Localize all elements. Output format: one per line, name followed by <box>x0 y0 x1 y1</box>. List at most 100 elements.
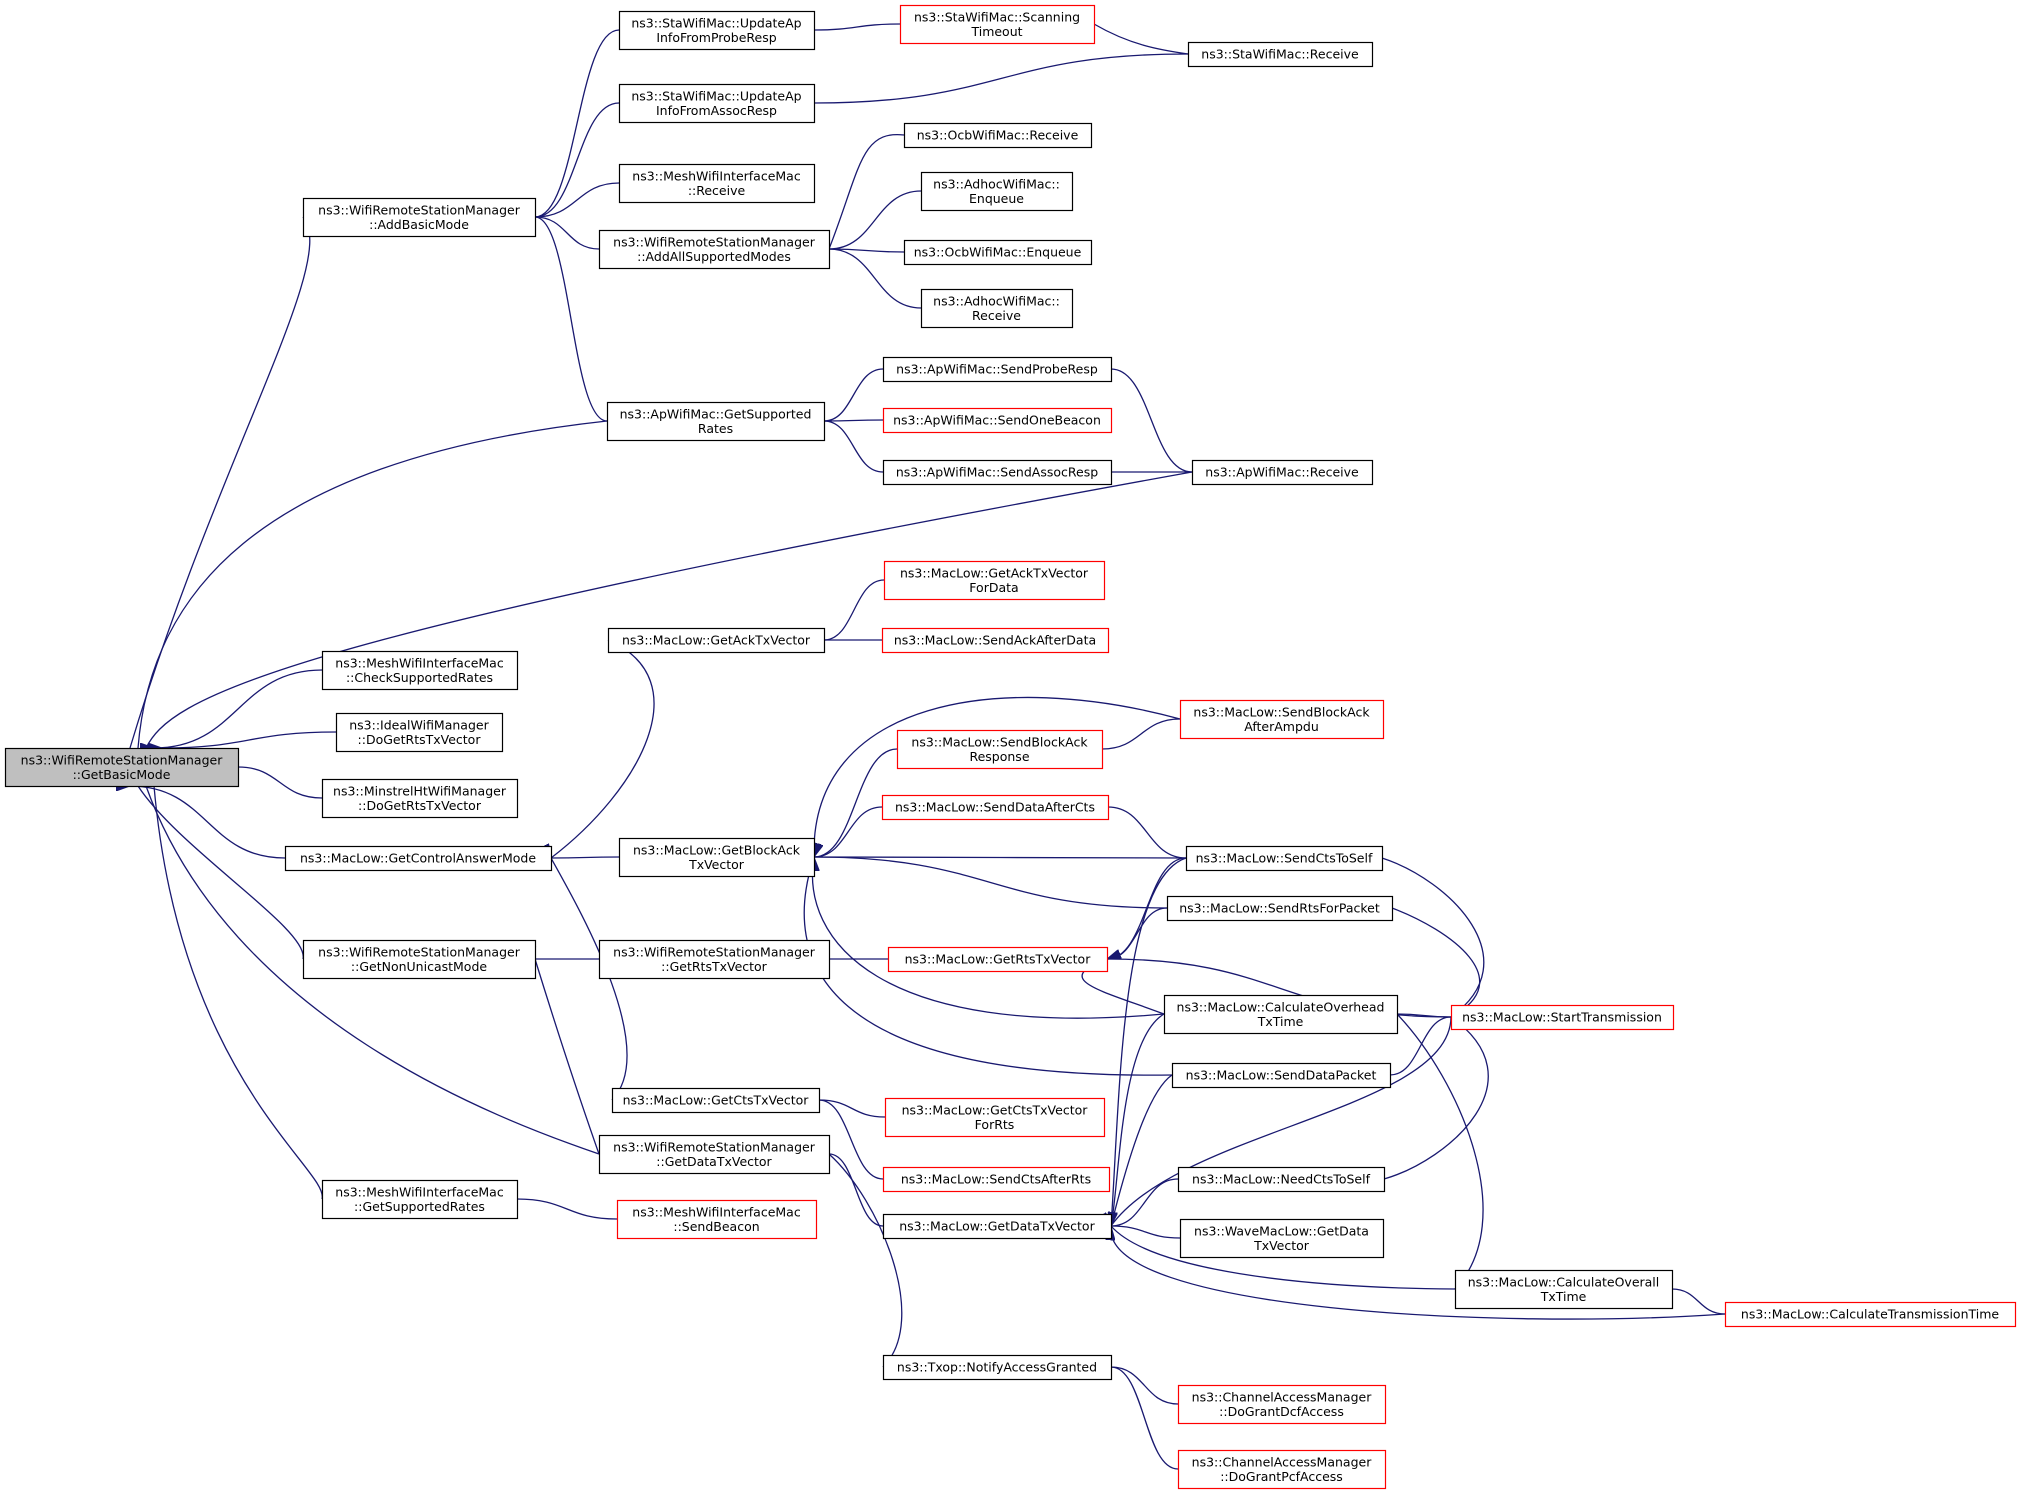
node-ns3-adhocwifimac-receive[interactable]: ns3::AdhocWifiMac::Receive <box>920 288 1074 329</box>
node-ns3-stawifimac-updateapinfofromproberesp[interactable]: ns3::StaWifiMac::UpdateApInfoFromProbeRe… <box>618 10 816 51</box>
edge-n0-n18 <box>162 731 337 748</box>
node-ns3-wifiremotestationmanager-getbasicmode[interactable]: ns3::WifiRemoteStationManager::GetBasicM… <box>4 747 240 788</box>
node-label: ns3::StaWifiMac::UpdateAp <box>631 15 801 30</box>
node-label: ns3::MacLow::CalculateOverall <box>1468 1274 1660 1289</box>
node-ns3-maclow-needctstoself[interactable]: ns3::MacLow::NeedCtsToSelf <box>1177 1166 1386 1193</box>
node-label: ns3::WaveMacLow::GetData <box>1194 1223 1369 1238</box>
node-ns3-ocbwifimac-receive[interactable]: ns3::OcbWifiMac::Receive <box>903 122 1093 149</box>
node-ns3-wifiremotestationmanager-addallsupportedmodes[interactable]: ns3::WifiRemoteStationManager::AddAllSup… <box>598 229 831 270</box>
edge-n0-n17 <box>154 669 323 748</box>
node-box <box>618 10 816 51</box>
node-ns3-maclow-getcontrolanswermode[interactable]: ns3::MacLow::GetControlAnswerMode <box>284 845 553 872</box>
node-ns3-apwifimac-sendassocresp[interactable]: ns3::ApWifiMac::SendAssocResp <box>882 459 1113 486</box>
node-ns3-maclow-calculatetransmissiontime[interactable]: ns3::MacLow::CalculateTransmissionTime <box>1724 1301 2017 1328</box>
node-label: TxVector <box>1253 1238 1310 1253</box>
node-ns3-maclow-getacktxvector[interactable]: ns3::MacLow::GetAckTxVector <box>607 627 826 654</box>
node-ns3-minstrelhtwifimanager-dogetrtstxvector[interactable]: ns3::MinstrelHtWifiManager::DoGetRtsTxVe… <box>321 778 519 819</box>
node-label: Receive <box>972 308 1021 323</box>
node-label: ns3::MacLow::GetRtsTxVector <box>905 952 1092 967</box>
node-box <box>920 288 1074 329</box>
node-ns3-meshwifiinterfacemac-checksupportedrates[interactable]: ns3::MeshWifiInterfaceMac::CheckSupporte… <box>321 650 519 691</box>
node-label: TxVector <box>688 857 745 872</box>
edge-n40-n32 <box>1384 1016 1489 1179</box>
node-ns3-ocbwifimac-enqueue[interactable]: ns3::OcbWifiMac::Enqueue <box>903 239 1093 266</box>
node-ns3-stawifimac-receive[interactable]: ns3::StaWifiMac::Receive <box>1187 41 1374 68</box>
node-label: ns3::MacLow::SendAckAfterData <box>894 633 1096 648</box>
node-ns3-wifiremotestationmanager-addbasicmode[interactable]: ns3::WifiRemoteStationManager::AddBasicM… <box>302 197 537 238</box>
node-label: InfoFromProbeResp <box>656 30 776 45</box>
node-label: ns3::WifiRemoteStationManager <box>21 752 224 767</box>
node-label: ::GetBasicMode <box>73 767 171 782</box>
node-ns3-apwifimac-sendproberesp[interactable]: ns3::ApWifiMac::SendProbeResp <box>882 356 1113 383</box>
node-ns3-meshwifiinterfacemac-receive[interactable]: ns3::MeshWifiInterfaceMac::Receive <box>618 163 816 204</box>
node-box <box>1185 845 1384 872</box>
node-ns3-txop-notifyaccessgranted[interactable]: ns3::Txop::NotifyAccessGranted <box>882 1354 1113 1381</box>
node-ns3-maclow-senddatapacket[interactable]: ns3::MacLow::SendDataPacket <box>1171 1062 1392 1089</box>
node-box <box>896 729 1104 770</box>
node-ns3-wifiremotestationmanager-getdatatxvector[interactable]: ns3::WifiRemoteStationManager::GetDataTx… <box>598 1134 831 1175</box>
node-label: ns3::StaWifiMac::Scanning <box>914 9 1080 24</box>
node-ns3-meshwifiinterfacemac-sendbeacon[interactable]: ns3::MeshWifiInterfaceMac::SendBeacon <box>616 1199 818 1240</box>
node-ns3-wifiremotestationmanager-getrtstxvector[interactable]: ns3::WifiRemoteStationManager::GetRtsTxV… <box>598 939 831 980</box>
node-ns3-maclow-senddataaftercts[interactable]: ns3::MacLow::SendDataAfterCts <box>881 794 1110 821</box>
node-label: ns3::ChannelAccessManager <box>1192 1454 1373 1469</box>
node-label: ns3::MinstrelHtWifiManager <box>333 783 507 798</box>
node-label: ::DoGetRtsTxVector <box>358 732 482 747</box>
node-label: InfoFromAssocResp <box>656 103 777 118</box>
node-ns3-adhocwifimac-enqueue[interactable]: ns3::AdhocWifiMac::Enqueue <box>920 171 1074 212</box>
node-ns3-maclow-sendrtsforpacket[interactable]: ns3::MacLow::SendRtsForPacket <box>1166 895 1394 922</box>
node-ns3-maclow-getdatatxvector[interactable]: ns3::MacLow::GetDataTxVector <box>882 1213 1113 1240</box>
node-label: ns3::MacLow::GetBlockAck <box>633 842 801 857</box>
edge-n20-n21 <box>551 639 655 858</box>
node-ns3-maclow-getctstxvector[interactable]: ns3::MacLow::GetCtsTxVector <box>611 1087 821 1114</box>
node-ns3-wifiremotestationmanager-getnonunicastmode[interactable]: ns3::WifiRemoteStationManager::GetNonUni… <box>302 939 537 980</box>
node-ns3-maclow-sendackafterdata[interactable]: ns3::MacLow::SendAckAfterData <box>881 627 1110 654</box>
node-label: ::SendBeacon <box>673 1219 759 1234</box>
node-label: ns3::MeshWifiInterfaceMac <box>335 655 504 670</box>
node-label: ::DoGrantDcfAccess <box>1219 1404 1344 1419</box>
node-ns3-meshwifiinterfacemac-getsupportedrates[interactable]: ns3::MeshWifiInterfaceMac::GetSupportedR… <box>321 1179 519 1220</box>
node-ns3-stawifimac-updateapinfofromassocresp[interactable]: ns3::StaWifiMac::UpdateApInfoFromAssocRe… <box>618 83 816 124</box>
node-ns3-maclow-sendctstoself[interactable]: ns3::MacLow::SendCtsToSelf <box>1185 845 1384 872</box>
node-label: ::GetDataTxVector <box>656 1154 772 1169</box>
edge-n26-n25 <box>1102 718 1181 749</box>
edge-n43-n45 <box>1111 1226 1456 1290</box>
node-box <box>882 1166 1111 1193</box>
node-label: ::GetRtsTxVector <box>661 959 768 974</box>
node-ns3-apwifimac-getsupportedrates[interactable]: ns3::ApWifiMac::GetSupportedRates <box>606 401 826 442</box>
edge-n24-n26 <box>814 748 898 857</box>
node-label: ns3::ApWifiMac::Receive <box>1205 465 1359 480</box>
node-ns3-apwifimac-sendonebeacon[interactable]: ns3::ApWifiMac::SendOneBeacon <box>882 407 1113 434</box>
node-ns3-channelaccessmanager-dograntpcfaccess[interactable]: ns3::ChannelAccessManager::DoGrantPcfAcc… <box>1177 1449 1387 1490</box>
node-ns3-wavemaclow-getdatatxvector[interactable]: ns3::WaveMacLow::GetDataTxVector <box>1179 1218 1385 1259</box>
edge-n43-n31 <box>1111 1013 1165 1226</box>
node-box <box>1187 41 1374 68</box>
node-label: ns3::MacLow::GetControlAnswerMode <box>300 851 536 866</box>
edge-n39-n47 <box>829 1154 903 1368</box>
node-label: ::DoGetRtsTxVector <box>358 798 482 813</box>
node-box <box>1171 1062 1392 1089</box>
node-ns3-idealwifimanager-dogetrtstxvector[interactable]: ns3::IdealWifiManager::DoGetRtsTxVector <box>335 712 504 753</box>
node-box <box>321 1179 519 1220</box>
node-ns3-channelaccessmanager-dograntdcfaccess[interactable]: ns3::ChannelAccessManager::DoGrantDcfAcc… <box>1177 1384 1387 1425</box>
edge-n39-n43 <box>829 1154 884 1227</box>
edge-n47-n49 <box>1111 1367 1179 1470</box>
node-box <box>598 939 831 980</box>
edge-n34-n39 <box>535 959 600 1155</box>
node-ns3-maclow-getrtstxvector[interactable]: ns3::MacLow::GetRtsTxVector <box>887 946 1109 973</box>
node-label: ns3::Txop::NotifyAccessGranted <box>897 1360 1097 1375</box>
node-ns3-maclow-sendctsafterrts[interactable]: ns3::MacLow::SendCtsAfterRts <box>882 1166 1111 1193</box>
node-label: ns3::MacLow::StartTransmission <box>1462 1010 1662 1025</box>
edge-n12-n14 <box>824 420 884 421</box>
node-ns3-maclow-starttransmission[interactable]: ns3::MacLow::StartTransmission <box>1450 1004 1675 1031</box>
node-ns3-apwifimac-receive[interactable]: ns3::ApWifiMac::Receive <box>1191 459 1374 486</box>
edge-n3-n4 <box>1094 24 1189 55</box>
